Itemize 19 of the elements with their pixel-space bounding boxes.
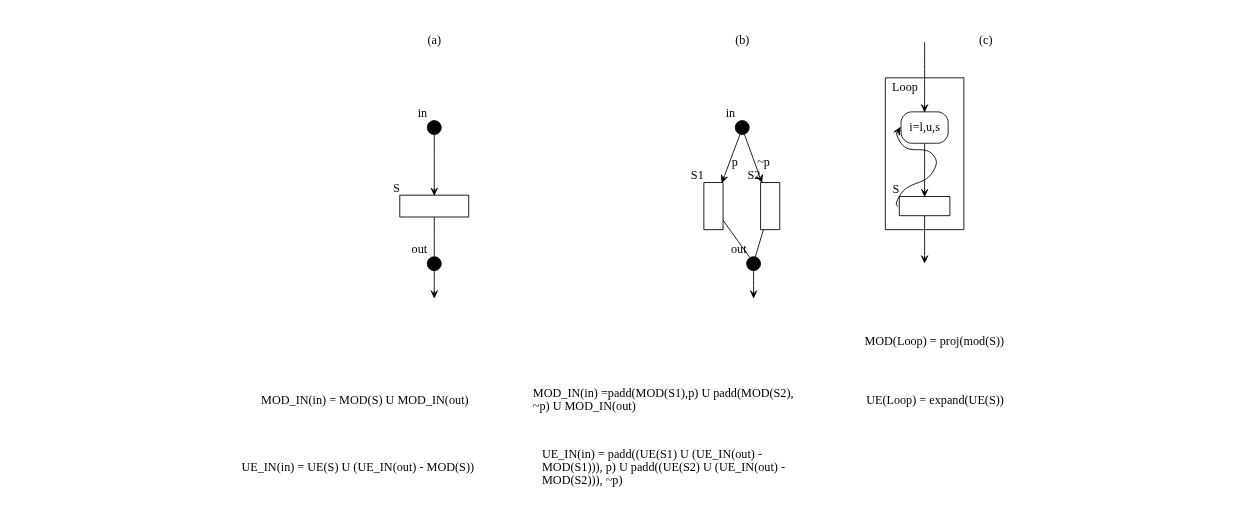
node-label: in (725, 106, 736, 121)
label: (b) (735, 33, 750, 48)
label: UE_IN(in) = padd((UE(S1) U (UE_IN(out) - MOD(S1))), p) U padd((UE(S2) U (UE_IN(out) - MOD(S2))), ~p) (542, 446, 786, 487)
label: MOD_IN(in) = MOD(S) U MOD_IN(out) (261, 392, 469, 407)
label: MOD_IN(in) =padd(MOD(S1),p) U padd(MOD(S2), ~p) U MOD_IN(out) (532, 386, 794, 414)
node-label: out (411, 242, 428, 257)
label: (c) (978, 33, 993, 48)
node-label: in (417, 106, 428, 121)
node-label: S1 (690, 168, 704, 183)
edge-label: p (731, 155, 738, 170)
label: UE(Loop) = expand(UE(S)) (866, 392, 1004, 407)
edge-label: ~p (757, 155, 770, 170)
label: MOD(Loop) = proj(mod(S)) (864, 333, 1005, 348)
label: UE_IN(in) = UE(S) U (UE_IN(out) - MOD(S)) (241, 459, 475, 474)
node-label: S2 (747, 168, 761, 183)
node-label: S (392, 180, 400, 195)
node-label: out (730, 242, 747, 257)
node-label: S (892, 182, 900, 197)
label: (a) (427, 33, 442, 48)
